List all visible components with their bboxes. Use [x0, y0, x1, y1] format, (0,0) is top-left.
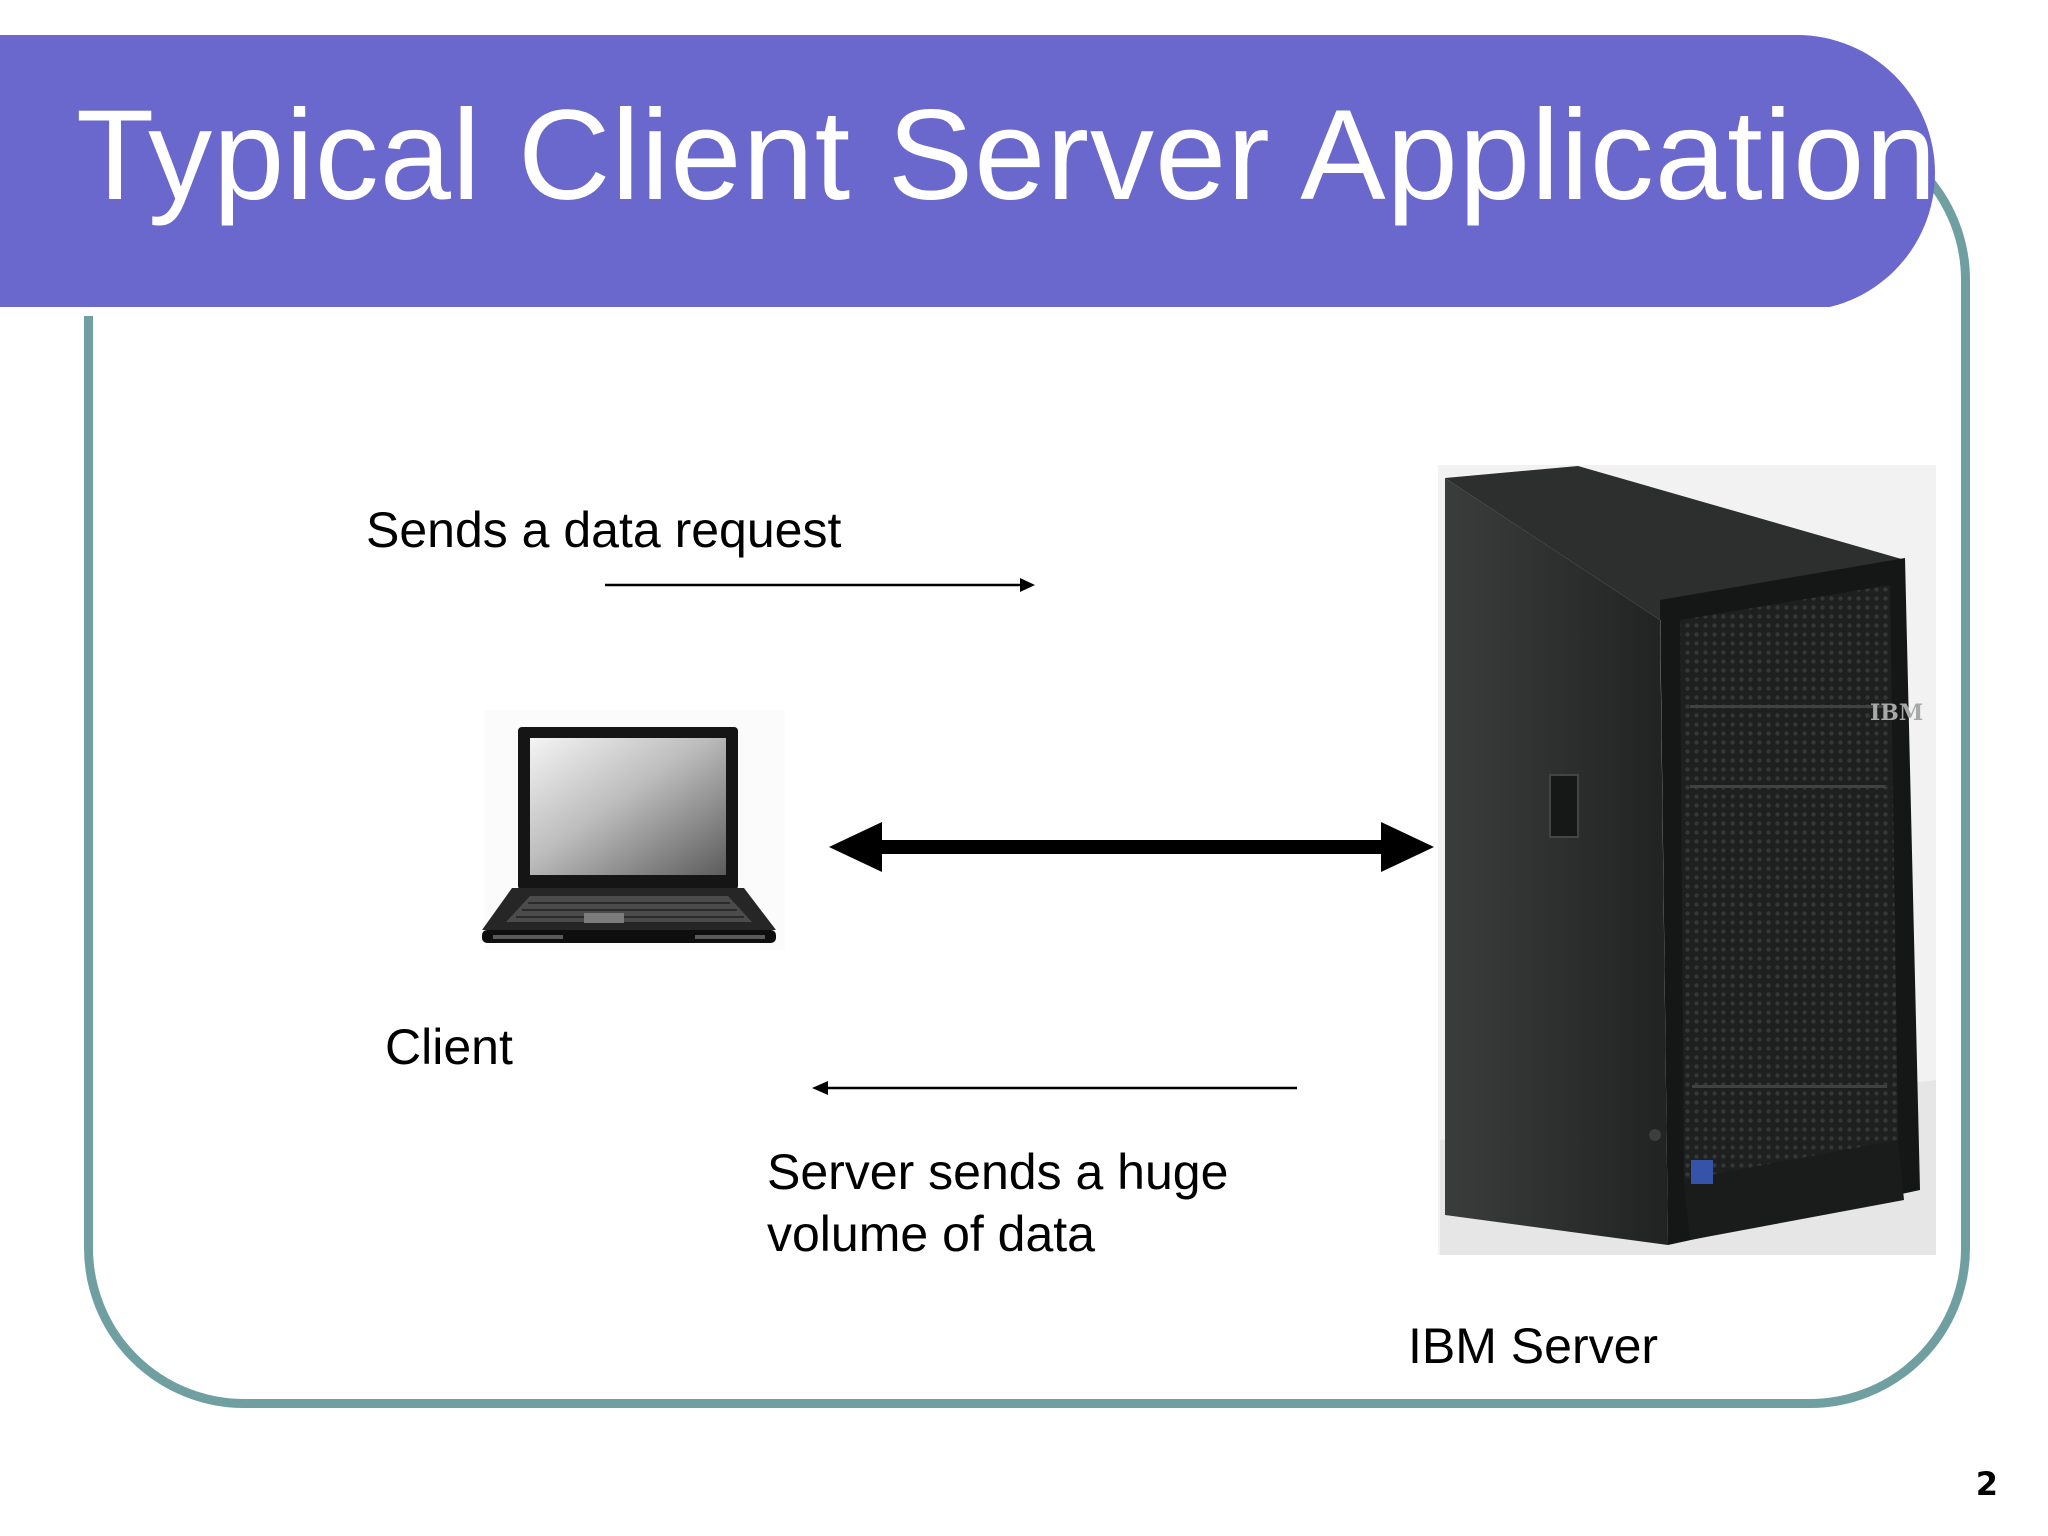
connection-arrow: [829, 822, 1434, 872]
request-label: Sends a data request: [366, 502, 842, 558]
tower-server-icon: IBM: [1438, 465, 1936, 1255]
ibm-logo: IBM: [1870, 700, 1923, 726]
server-label: IBM Server: [1408, 1318, 1659, 1374]
page-number: 2: [1975, 1465, 1998, 1503]
response-label-line1: Server sends a huge: [767, 1144, 1229, 1200]
request-arrow: [605, 578, 1035, 592]
client-label: Client: [385, 1019, 513, 1075]
response-label-line2: volume of data: [767, 1206, 1095, 1262]
laptop-icon: [482, 710, 785, 950]
response-arrow: [812, 1081, 1297, 1095]
title-underline: [0, 307, 1830, 316]
slide-title: Typical Client Server Application: [76, 84, 1938, 227]
title-band: [0, 35, 1935, 316]
